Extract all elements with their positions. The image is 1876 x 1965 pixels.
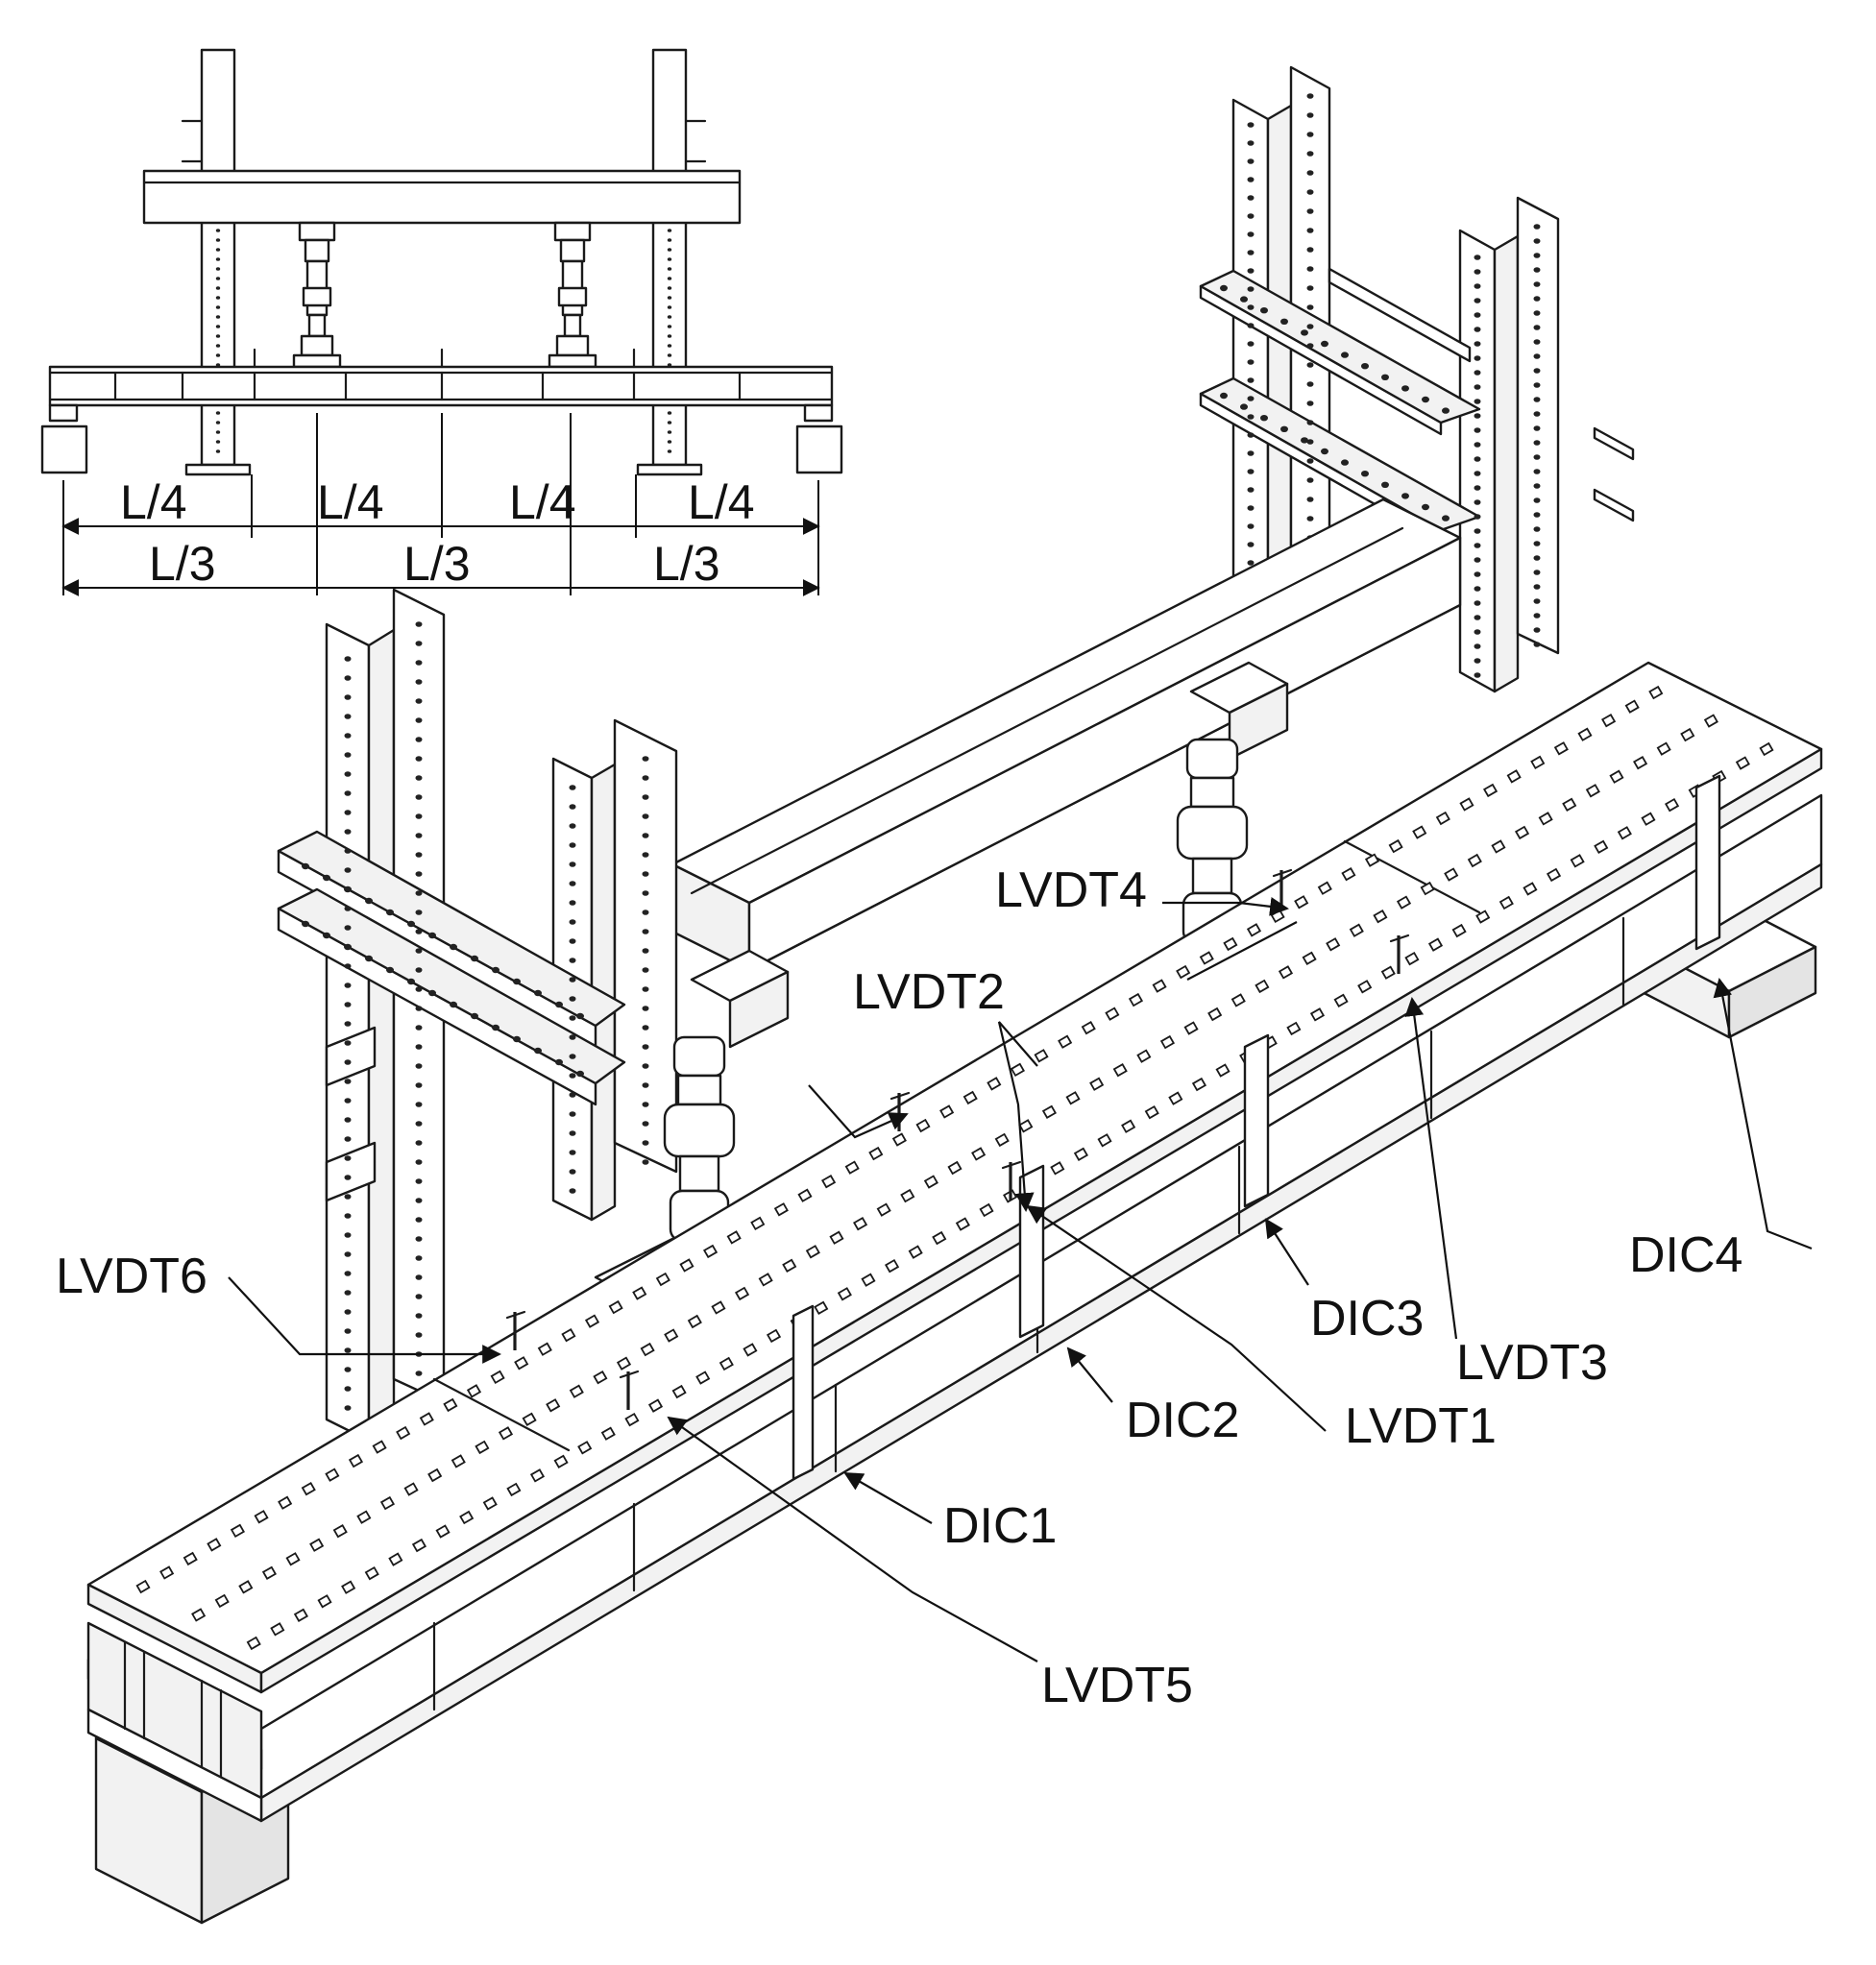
callout-leaders	[228, 897, 1813, 1662]
dim-third-2: L/3	[403, 537, 471, 591]
dim-quarter-4: L/4	[688, 475, 755, 529]
frame-left-holes	[302, 621, 649, 1411]
dic4-label: DIC4	[1629, 1227, 1742, 1283]
lvdt1-stand	[1001, 1160, 1022, 1201]
lvdt5-stand	[619, 1370, 640, 1410]
inset-support-right	[795, 425, 843, 474]
dim-quarter-1: L/4	[120, 475, 187, 529]
dim-third-1: L/3	[149, 537, 216, 591]
lvdt3-label: LVDT3	[1456, 1335, 1608, 1391]
lvdt5-label: LVDT5	[1041, 1658, 1193, 1713]
lvdt2-label: LVDT2	[853, 964, 1005, 1020]
lvdt6-stand	[505, 1310, 526, 1350]
lvdt4-label: LVDT4	[995, 862, 1147, 918]
dim-quarter-3: L/4	[509, 475, 576, 529]
dic2-label: DIC2	[1126, 1393, 1239, 1448]
dim-third-3: L/3	[653, 537, 720, 591]
lvdt1-label: LVDT1	[1345, 1398, 1497, 1454]
inset-actuator-right	[548, 221, 597, 369]
inset-actuator-left	[292, 221, 342, 369]
lvdt6-label: LVDT6	[56, 1249, 207, 1304]
dic4-target	[1694, 774, 1721, 951]
dic1-label: DIC1	[943, 1498, 1057, 1554]
dic3-label: DIC3	[1310, 1291, 1424, 1346]
inset-cross-beam	[142, 169, 742, 225]
lvdt3-stand	[1389, 934, 1410, 974]
inset-support-left	[40, 425, 88, 474]
loading-cross-beam	[670, 497, 1462, 972]
girder-bolt-pattern	[135, 685, 1774, 1651]
dic1-target	[792, 1304, 815, 1481]
dic-targets	[792, 774, 1721, 1481]
dic3-target	[1243, 1033, 1270, 1208]
dim-quarter-2: L/4	[317, 475, 384, 529]
frame-left	[277, 588, 678, 1443]
inset-column-hole-rows	[215, 229, 672, 453]
inset-elevation: L/4 L/4 L/4 L/4 L/3 L/3 L/3	[40, 48, 843, 596]
